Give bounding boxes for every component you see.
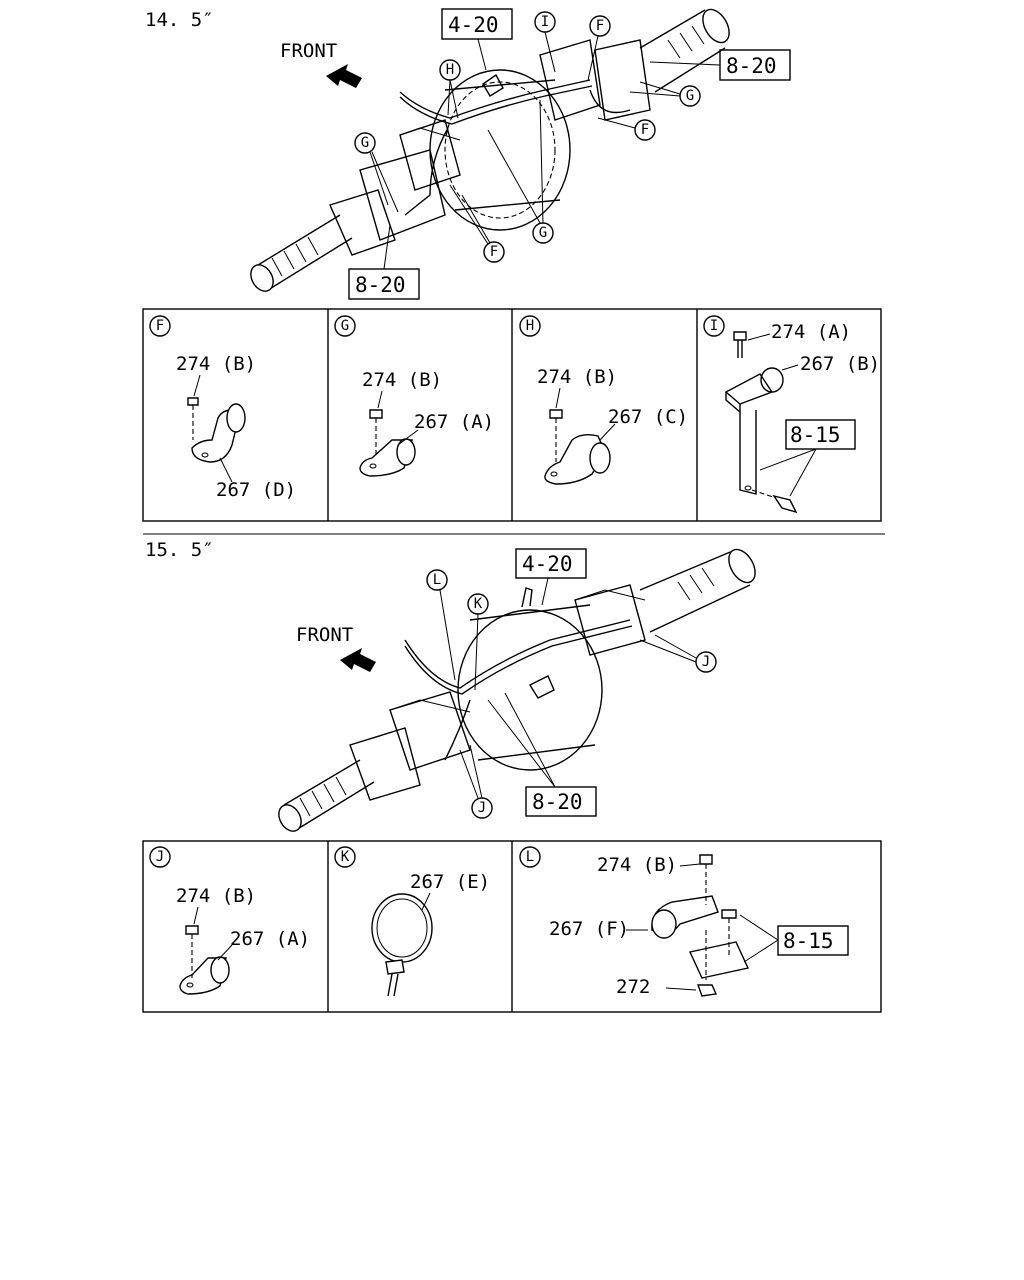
label-267d: 267 (D) [216, 479, 296, 501]
label-274b-f: 274 (B) [176, 353, 256, 375]
ref-8-20-right-text: 8-20 [726, 54, 777, 78]
callout-group-1: H I F G G F G F [354, 11, 701, 263]
callout-g-2 [354, 132, 376, 154]
label-274a: 274 (A) [771, 321, 851, 343]
ref-4-20-top-text: 4-20 [448, 13, 499, 37]
callout-f-3 [483, 241, 505, 263]
ref-8-20-left-text: 8-20 [355, 273, 406, 297]
section-title-2: 15. 5″ [145, 539, 214, 561]
svg-text:J: J [156, 849, 164, 865]
front-label-2: FRONT [296, 624, 353, 646]
detail-l: L 274 (B) 267 (F) 272 8-15 [519, 846, 849, 998]
svg-text:G: G [341, 318, 349, 334]
callout-i [534, 11, 556, 33]
label-274b-h: 274 (B) [537, 366, 617, 388]
svg-text:F: F [156, 318, 164, 334]
ref-box-8-15-i [785, 419, 856, 450]
label-267a-g: 267 (A) [414, 411, 494, 433]
rear-axle-drawing-15 [278, 548, 756, 832]
section-title-1: 14. 5″ [145, 9, 214, 31]
detail-j: J 274 (B) 267 (A) [149, 846, 310, 995]
callout-f-1-text: F [596, 18, 604, 34]
svg-text:8-15: 8-15 [783, 929, 834, 953]
callout-f-1 [589, 15, 611, 37]
label-272: 272 [616, 976, 650, 998]
svg-text:I: I [710, 318, 718, 334]
front-label-1: FRONT [280, 40, 337, 62]
label-274b-g: 274 (B) [362, 369, 442, 391]
label-267b: 267 (B) [800, 353, 880, 375]
svg-text:L: L [433, 572, 441, 588]
label-267e: 267 (E) [410, 871, 490, 893]
detail-k: K 267 (E) [334, 846, 490, 997]
svg-text:4-20: 4-20 [522, 552, 573, 576]
svg-text:J: J [478, 800, 486, 816]
svg-text:8-15: 8-15 [790, 423, 841, 447]
callout-f-2 [634, 119, 656, 141]
label-267c: 267 (C) [608, 406, 688, 428]
front-arrow-icon-2 [340, 648, 376, 672]
ref-box-4-20-top [441, 8, 513, 40]
callout-i-text: I [541, 14, 549, 30]
callout-g-1-text: G [686, 88, 694, 104]
label-274b-l: 274 (B) [597, 854, 677, 876]
callout-h-text: H [446, 62, 454, 78]
front-arrow-icon [326, 64, 362, 88]
svg-text:8-20: 8-20 [532, 790, 583, 814]
label-274b-j: 274 (B) [176, 885, 256, 907]
callout-f-3-text: F [490, 244, 498, 260]
ref-box-8-20-bottom [525, 786, 597, 817]
callout-group-2: L K J J [426, 569, 717, 819]
callout-l [426, 569, 448, 591]
detail-i: I 274 (A) 267 (B) 8-15 [703, 315, 880, 514]
svg-text:K: K [474, 596, 483, 612]
svg-text:J: J [702, 654, 710, 670]
label-267f: 267 (F) [549, 918, 629, 940]
detail-g: G 274 (B) 267 (A) [334, 315, 494, 477]
callout-f-2-text: F [641, 122, 649, 138]
detail-h: H 274 (B) 267 (C) [519, 315, 688, 485]
svg-text:L: L [526, 849, 534, 865]
callout-g-3-text: G [539, 225, 547, 241]
svg-text:K: K [341, 849, 350, 865]
detail-f: F 274 (B) 267 (D) [149, 315, 296, 501]
rear-axle-drawing-14 [250, 8, 730, 292]
label-267a-j: 267 (A) [230, 928, 310, 950]
callout-g-2-text: G [361, 135, 369, 151]
svg-text:H: H [526, 318, 534, 334]
ref-box-4-20-bottom [515, 548, 587, 579]
